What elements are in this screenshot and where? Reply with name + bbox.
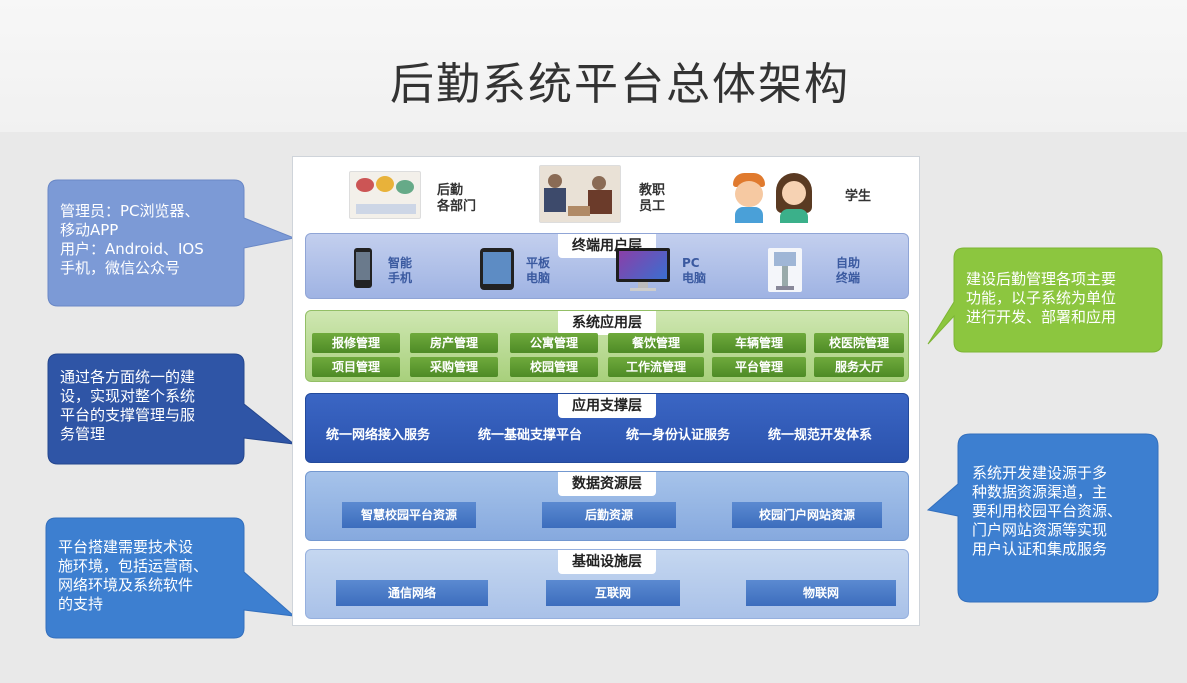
data-resource: 后勤资源 [542, 502, 676, 528]
terminal-label: PC 电脑 [682, 256, 707, 285]
app-module: 服务大厅 [814, 357, 904, 377]
infra-item: 互联网 [546, 580, 680, 606]
app-module: 餐饮管理 [608, 333, 704, 353]
layer-title: 应用支撑层 [558, 394, 656, 418]
faculty-image [539, 165, 621, 223]
kiosk-icon [768, 248, 802, 292]
user-students: 学生 [727, 163, 887, 225]
user-label: 学生 [845, 189, 872, 204]
logistics-staff-image [349, 171, 421, 219]
support-service: 统一基础支撑平台 [478, 428, 583, 443]
data-resource: 智慧校园平台资源 [342, 502, 476, 528]
app-module: 校园管理 [510, 357, 598, 377]
callout-support-layer: 通过各方面统一的建 设，实现对整个系统 平台的支撑管理与服 务管理 [46, 352, 296, 466]
student-girl-icon [775, 173, 813, 223]
data-resource: 校园门户网站资源 [732, 502, 882, 528]
callout-application-layer: 建设后勤管理各项主要 功能，以子系统为单位 进行开发、部署和应用 [926, 246, 1166, 358]
app-module: 校医院管理 [814, 333, 904, 353]
support-service: 统一身份认证服务 [626, 428, 731, 443]
layer-infrastructure: 基础设施层 通信网络 互联网 物联网 [305, 549, 909, 619]
tablet-icon [480, 248, 514, 290]
support-service: 统一网络接入服务 [326, 428, 431, 443]
terminal-label: 智能 手机 [388, 256, 413, 285]
callout-terminal-users: 管理员：PC浏览器、 移动APP 用户：Android、IOS 手机，微信公众号 [46, 178, 296, 310]
title-band [0, 0, 1187, 132]
app-module: 工作流管理 [608, 357, 704, 377]
support-service: 统一规范开发体系 [768, 428, 873, 443]
app-module: 项目管理 [312, 357, 400, 377]
layer-system-application: 系统应用层 报修管理 房产管理 公寓管理 餐饮管理 车辆管理 校医院管理 项目管… [305, 310, 909, 382]
callout-infra-layer: 平台搭建需要技术设 施环境，包括运营商、 网络环境及系统软件 的支持 [44, 516, 296, 642]
layer-title: 基础设施层 [558, 550, 656, 574]
student-boy-icon [731, 173, 767, 223]
app-module: 平台管理 [712, 357, 806, 377]
layer-application-support: 应用支撑层 统一网络接入服务 统一基础支撑平台 统一身份认证服务 统一规范开发体… [305, 393, 909, 463]
callout-data-layer: 系统开发建设源于多 种数据资源渠道，主 要利用校园平台资源、 门户网站资源等实现… [926, 432, 1166, 606]
terminal-label: 自助 终端 [836, 256, 861, 285]
user-logistics-depts: 后勤 各部门 [349, 163, 479, 225]
app-module: 采购管理 [410, 357, 498, 377]
page-title: 后勤系统平台总体架构 [390, 59, 850, 110]
app-module: 车辆管理 [712, 333, 806, 353]
smartphone-icon [354, 248, 372, 288]
user-label: 教职 员工 [639, 183, 666, 214]
layer-title: 系统应用层 [558, 311, 656, 335]
layer-title: 数据资源层 [558, 472, 656, 496]
layer-terminal-users: 终端用户层 智能 手机 平板 电脑 PC 电脑 [305, 233, 909, 299]
terminal-label: 平板 电脑 [526, 256, 551, 285]
app-module: 公寓管理 [510, 333, 598, 353]
user-label: 后勤 各部门 [437, 183, 477, 214]
monitor-icon [616, 248, 670, 292]
architecture-diagram: 后勤 各部门 教职 员工 学生 [292, 156, 920, 626]
user-faculty-staff: 教职 员工 [539, 163, 679, 225]
layer-data-resources: 数据资源层 智慧校园平台资源 后勤资源 校园门户网站资源 [305, 471, 909, 541]
infra-item: 物联网 [746, 580, 896, 606]
app-module: 报修管理 [312, 333, 400, 353]
app-module: 房产管理 [410, 333, 498, 353]
infra-item: 通信网络 [336, 580, 488, 606]
users-row: 后勤 各部门 教职 员工 学生 [293, 157, 919, 233]
